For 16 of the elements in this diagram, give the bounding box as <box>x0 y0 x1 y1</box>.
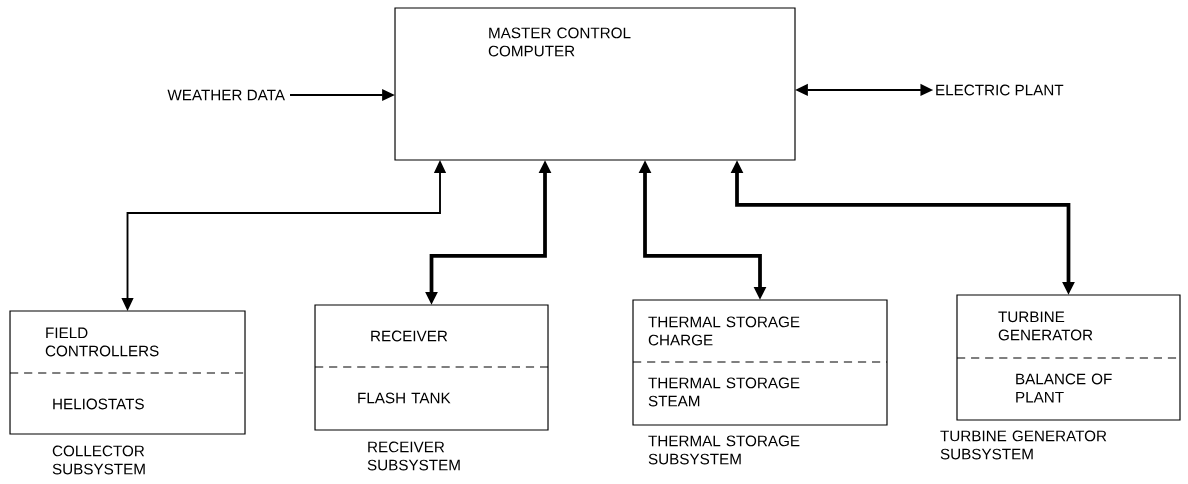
subsystem-label: TURBINE GENERATOR SUBSYSTEM <box>940 430 1107 460</box>
subsystem-box: RECEIVER FLASH TANK <box>314 304 549 431</box>
node-label: FIELD CONTROLLERS <box>45 327 159 357</box>
node-label: HELIOSTATS <box>53 398 144 410</box>
text-label: WEATHER DATA <box>167 89 285 101</box>
subsystem-label: COLLECTOR SUBSYSTEM <box>52 445 145 475</box>
subsystem-label: RECEIVER SUBSYSTEM <box>367 441 460 471</box>
subsystem-label: THERMAL STORAGE SUBSYSTEM <box>648 435 800 465</box>
subsystem-box: FIELD CONTROLLERS HELIOSTATS <box>9 310 246 435</box>
box-label: MASTER CONTROL COMPUTER <box>488 27 631 57</box>
text-label: ELECTRIC PLANT <box>936 84 1064 96</box>
node-label: FLASH TANK <box>358 392 451 404</box>
subsystem-box: THERMAL STORAGE CHARGE THERMAL STORAGE STEAM <box>632 299 888 426</box>
subsystem-box: TURBINE GENERATOR BALANCE OF PLANT <box>956 294 1181 421</box>
computer-box <box>394 7 796 161</box>
node-label: RECEIVER <box>371 330 448 342</box>
